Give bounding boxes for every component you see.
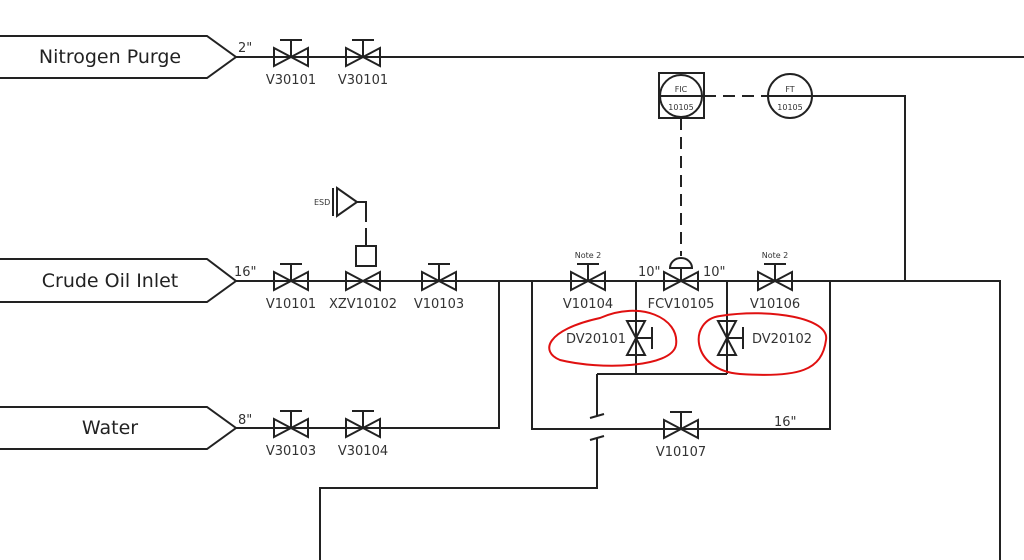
fic-number: 10105 bbox=[668, 103, 693, 112]
valve-tag: V30101 bbox=[338, 73, 388, 88]
ft-number: 10105 bbox=[777, 103, 802, 112]
valve-tag: V30104 bbox=[338, 444, 388, 459]
note-label: Note 2 bbox=[762, 251, 789, 260]
source-label: Water bbox=[82, 417, 138, 439]
valve-v30103[interactable]: V30103 bbox=[266, 410, 316, 459]
highlight-annotation bbox=[548, 309, 678, 367]
ft-instrument[interactable]: FT 10105 bbox=[767, 73, 813, 119]
source-nitrogen-purge[interactable]: Nitrogen Purge bbox=[0, 35, 238, 79]
line-size-label: 16" bbox=[774, 415, 797, 430]
valve-tag: V30101 bbox=[266, 73, 316, 88]
line-size-label: 10" bbox=[703, 265, 726, 280]
esd-actuator[interactable]: ESD bbox=[314, 186, 377, 267]
note-label: Note 2 bbox=[575, 251, 602, 260]
valve-xzv10102[interactable]: XZV10102 bbox=[329, 270, 397, 312]
line-size-label: 2" bbox=[238, 41, 252, 56]
valve-tag: V30103 bbox=[266, 444, 316, 459]
valve-tag: V10107 bbox=[656, 445, 706, 460]
valve-v10106[interactable]: V10106 bbox=[750, 263, 800, 312]
source-label: Nitrogen Purge bbox=[39, 46, 181, 68]
valve-tag: V10101 bbox=[266, 297, 316, 312]
valve-tag: FCV10105 bbox=[648, 297, 715, 312]
source-water[interactable]: Water bbox=[0, 406, 238, 450]
valve-v10101[interactable]: V10101 bbox=[266, 263, 316, 312]
line-size-label: 16" bbox=[234, 265, 257, 280]
source-crude-oil-inlet[interactable]: Crude Oil Inlet bbox=[0, 258, 238, 303]
valve-fcv10105[interactable]: FCV10105 bbox=[648, 270, 715, 312]
valve-v30101[interactable]: V30101 bbox=[338, 39, 388, 88]
control-valve-actuator bbox=[668, 257, 694, 281]
valve-tag: DV20101 bbox=[566, 332, 626, 347]
valve-tag: XZV10102 bbox=[329, 297, 397, 312]
valve-tag: V10106 bbox=[750, 297, 800, 312]
fic-type: FIC bbox=[675, 85, 688, 94]
highlight-annotation bbox=[697, 312, 828, 376]
line-size-label: 8" bbox=[238, 413, 252, 428]
valve-tag: V10103 bbox=[414, 297, 464, 312]
fic-instrument[interactable]: FIC 10105 bbox=[658, 72, 705, 119]
valve-tag: DV20102 bbox=[752, 332, 812, 347]
line-size-label: 10" bbox=[638, 265, 661, 280]
valve-v30104[interactable]: V30104 bbox=[338, 410, 388, 459]
valve-dv20101[interactable]: DV20101 bbox=[566, 320, 653, 356]
valve-v10107[interactable]: V10107 bbox=[656, 411, 706, 460]
valve-v10103[interactable]: V10103 bbox=[414, 263, 464, 312]
esd-label: ESD bbox=[314, 198, 330, 207]
valve-dv20102[interactable]: DV20102 bbox=[716, 320, 812, 356]
valve-v10104[interactable]: V10104 bbox=[563, 263, 613, 312]
ft-type: FT bbox=[785, 85, 794, 94]
valve-v30101[interactable]: V30101 bbox=[266, 39, 316, 88]
valve-tag: V10104 bbox=[563, 297, 613, 312]
source-label: Crude Oil Inlet bbox=[42, 270, 179, 292]
